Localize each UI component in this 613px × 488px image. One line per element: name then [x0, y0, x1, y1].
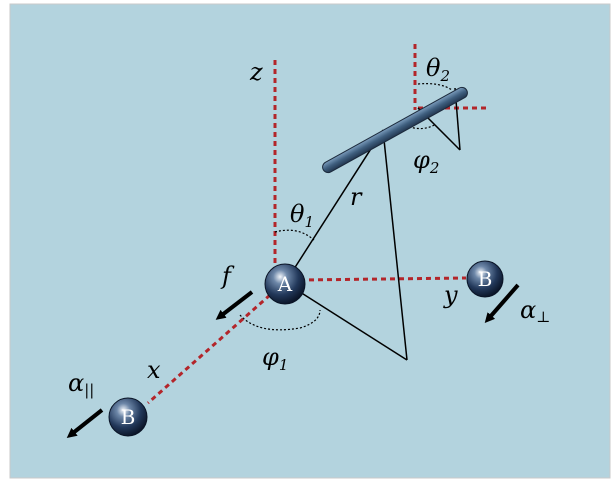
ball-b-left-label: B — [121, 405, 136, 429]
r-projection-line — [382, 129, 408, 361]
alpha-perp-label: α⊥ — [520, 296, 550, 326]
alpha-par-label: α|| — [68, 369, 94, 399]
ball-b-right-label: B — [478, 267, 493, 291]
x-axis — [147, 293, 271, 405]
rod — [322, 86, 468, 174]
r-vector — [284, 129, 384, 284]
z-label: z — [249, 58, 263, 86]
angle-arcs — [239, 83, 453, 331]
background-panel — [9, 3, 611, 479]
ball-a: A — [264, 263, 306, 305]
arrows — [66, 283, 520, 438]
phi1-arc — [239, 309, 321, 331]
alpha-perp-arrow — [484, 283, 520, 324]
theta1-arc — [274, 229, 315, 241]
dashed-axes — [147, 44, 487, 405]
y-label: y — [443, 281, 458, 309]
ball-a-label: A — [277, 272, 293, 296]
xy-projection-line — [299, 291, 408, 361]
ball-b-left: B — [108, 397, 148, 437]
y-axis — [299, 276, 467, 282]
theta1-label: θ1 — [290, 200, 314, 231]
x-label: x — [147, 356, 161, 384]
f-arrow — [215, 290, 254, 320]
theta2-arc — [417, 83, 453, 91]
phi2-label: φ2 — [413, 146, 439, 177]
phi2-arc — [397, 121, 437, 130]
ball-b-right: B — [466, 260, 504, 298]
phi1-label: φ1 — [262, 343, 288, 374]
theta2-label: θ2 — [426, 54, 450, 85]
r-label: r — [350, 183, 363, 211]
alpha-par-arrow — [66, 408, 104, 438]
